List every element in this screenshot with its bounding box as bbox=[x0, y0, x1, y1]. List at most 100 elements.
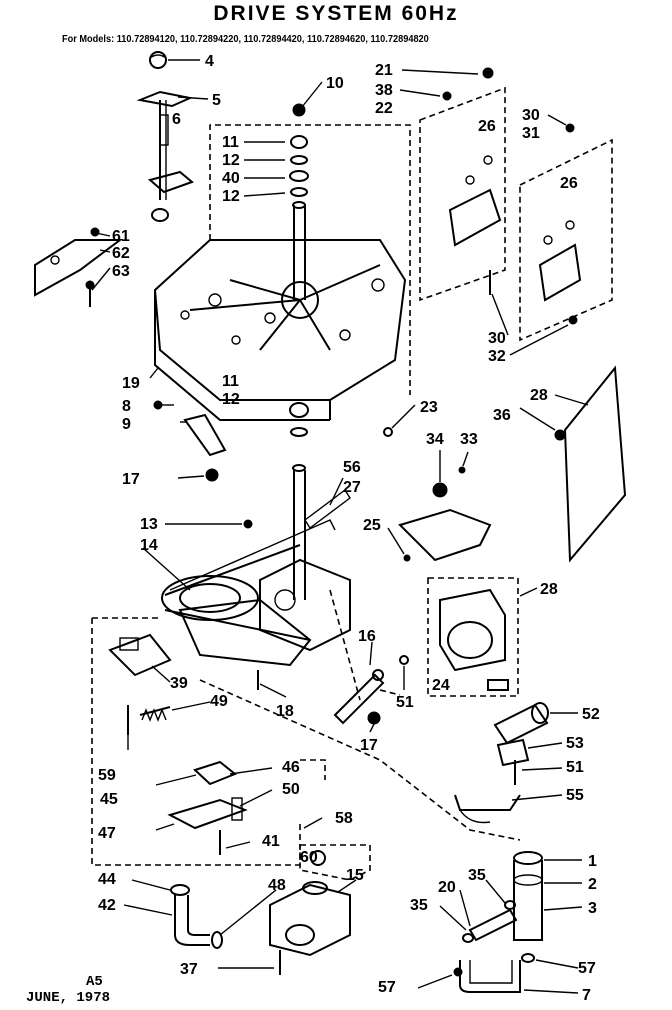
part-23-screw bbox=[383, 427, 393, 437]
part-42-hose bbox=[170, 884, 223, 949]
callout-63: 63 bbox=[112, 263, 130, 280]
callout-58: 58 bbox=[335, 810, 353, 827]
callout-45: 45 bbox=[100, 791, 118, 808]
callout-44: 44 bbox=[98, 871, 116, 888]
callout-55: 55 bbox=[566, 787, 584, 804]
callout-34: 34 bbox=[426, 431, 444, 448]
callout-19: 19 bbox=[122, 375, 140, 392]
callout-21: 21 bbox=[375, 62, 393, 79]
part-4-ball bbox=[149, 51, 167, 69]
callout-5: 5 bbox=[212, 92, 221, 109]
callout-39: 39 bbox=[170, 675, 188, 692]
switch-assembly-box bbox=[91, 617, 326, 866]
callout-10: 10 bbox=[326, 75, 344, 92]
callout-35b: 35 bbox=[410, 897, 428, 914]
callout-49: 49 bbox=[210, 693, 228, 710]
callout-28: 28 bbox=[540, 581, 558, 598]
part-22-mounting-bracket bbox=[419, 67, 506, 302]
callout-60: 60 bbox=[300, 849, 318, 866]
callout-50: 50 bbox=[282, 781, 300, 798]
callout-6: 6 bbox=[172, 111, 181, 128]
callout-12: 12 bbox=[222, 152, 240, 169]
callout-17b: 17 bbox=[360, 737, 378, 754]
part-29-cover-panel bbox=[554, 365, 627, 563]
callout-32: 32 bbox=[488, 348, 506, 365]
callout-37: 37 bbox=[180, 961, 198, 978]
callout-47: 47 bbox=[98, 825, 116, 842]
callout-57b: 57 bbox=[378, 979, 396, 996]
part-27-bracket bbox=[398, 466, 492, 562]
callout-48: 48 bbox=[268, 877, 286, 894]
callout-27: 27 bbox=[343, 479, 361, 496]
callout-12b: 12 bbox=[222, 188, 240, 205]
callout-12c: 12 bbox=[222, 391, 240, 408]
callout-62: 62 bbox=[112, 245, 130, 262]
callout-29: 28 bbox=[530, 387, 548, 404]
callout-38: 38 bbox=[375, 82, 393, 99]
callout-2: 2 bbox=[588, 876, 597, 893]
callout-53: 53 bbox=[566, 735, 584, 752]
callout-40: 40 bbox=[222, 170, 240, 187]
part-8-9-17-link bbox=[153, 400, 227, 482]
callout-11b: 11 bbox=[222, 373, 239, 390]
callout-17: 17 bbox=[122, 471, 140, 488]
footer-date: JUNE, 1978 bbox=[26, 990, 111, 1006]
callout-52: 52 bbox=[582, 706, 600, 723]
model-list: For Models: 110.72894120, 110.72894220, … bbox=[62, 34, 429, 45]
callout-31: 31 bbox=[522, 125, 540, 142]
diagram-title: DRIVE SYSTEM 60Hz bbox=[213, 2, 459, 25]
callout-labels: 4 5 6 10 11 12 40 12 21 38 22 26 30 31 2… bbox=[98, 53, 600, 1004]
callout-26: 26 bbox=[478, 118, 496, 135]
part-10-11-12-40-seals bbox=[289, 103, 309, 437]
drain-hose-path bbox=[199, 589, 521, 841]
callout-23: 23 bbox=[420, 399, 438, 416]
part-1-3-drain-hose bbox=[453, 851, 543, 993]
leader-lines bbox=[91, 59, 589, 994]
callout-16: 16 bbox=[358, 628, 376, 645]
callout-9: 9 bbox=[122, 416, 131, 433]
callout-8: 8 bbox=[122, 398, 131, 415]
callout-46: 46 bbox=[282, 759, 300, 776]
callout-24: 24 bbox=[432, 677, 450, 694]
callout-56: 56 bbox=[343, 459, 361, 476]
footer-code: A5 bbox=[86, 974, 103, 990]
callout-7: 7 bbox=[582, 987, 591, 1004]
callout-30b: 30 bbox=[488, 330, 506, 347]
part-transmission-housing bbox=[178, 558, 351, 690]
callout-36: 36 bbox=[493, 407, 511, 424]
callout-59: 59 bbox=[98, 767, 116, 784]
callout-51b: 51 bbox=[566, 759, 584, 776]
callout-35: 35 bbox=[468, 867, 486, 884]
callout-11: 11 bbox=[222, 134, 239, 151]
part-5-lever-assembly bbox=[136, 90, 194, 222]
part-14-pulley-drive-belt bbox=[161, 519, 336, 641]
part-52-capacitor bbox=[493, 702, 549, 745]
callout-41: 41 bbox=[262, 833, 280, 850]
part-19-base-plate bbox=[153, 124, 411, 421]
part-shaft-top bbox=[292, 201, 306, 300]
part-61-62-63-bracket bbox=[34, 227, 123, 307]
callout-4: 4 bbox=[205, 53, 214, 70]
part-53-55-strap bbox=[454, 738, 530, 824]
callout-1: 1 bbox=[588, 853, 597, 870]
callout-33: 33 bbox=[460, 431, 478, 448]
callout-15: 15 bbox=[346, 867, 364, 884]
part-28-motor-frame bbox=[427, 577, 519, 697]
callout-57: 57 bbox=[578, 960, 596, 977]
callout-25: 25 bbox=[363, 517, 381, 534]
callout-30: 30 bbox=[522, 107, 540, 124]
callout-3: 3 bbox=[588, 900, 597, 917]
callout-42: 42 bbox=[98, 897, 116, 914]
callout-18: 18 bbox=[276, 703, 294, 720]
callout-26b: 26 bbox=[560, 175, 578, 192]
callout-14: 14 bbox=[140, 537, 158, 554]
part-31-mounting-bracket bbox=[519, 123, 613, 342]
part-15-pump bbox=[269, 844, 371, 975]
callout-22: 22 bbox=[375, 100, 393, 117]
callout-20: 20 bbox=[438, 879, 456, 896]
callout-61: 61 bbox=[112, 228, 130, 245]
callout-51: 51 bbox=[396, 694, 414, 711]
callout-13: 13 bbox=[140, 516, 158, 533]
part-16-17-arm bbox=[333, 655, 409, 725]
